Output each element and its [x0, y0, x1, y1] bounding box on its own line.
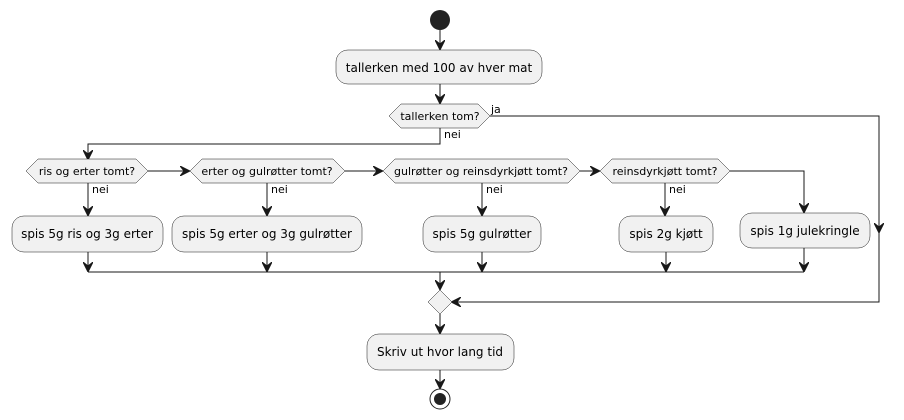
activity-plate-label: tallerken med 100 av hver mat — [346, 61, 533, 75]
activity-eat-meat-label: spis 2g kjøtt — [629, 227, 703, 241]
start-node — [430, 10, 450, 30]
decision-carrots-reindeer-label: gulrøtter og reinsdyrkjøtt tomt? — [394, 165, 568, 178]
edge-ja-merge — [452, 232, 880, 302]
activity-eat-rice-peas-label: spis 5g ris og 3g erter — [21, 227, 153, 241]
activity-plate-node — [335, 49, 543, 85]
edge-d1-nei — [88, 128, 441, 159]
activity-eat-kringle-node — [739, 212, 871, 249]
edge-d1-ja — [490, 115, 879, 232]
edge-label-d2-nei: nei — [92, 183, 109, 196]
activity-eat-kringle-label: spis 1g julekringle — [750, 224, 859, 238]
decision-peas-carrots-label: erter og gulrøtter tomt? — [201, 165, 332, 178]
edge-label-d1-nei: nei — [444, 128, 461, 141]
edge-label-ja: ja — [490, 103, 501, 116]
end-node-ring — [429, 388, 451, 410]
merge-node — [427, 289, 453, 315]
decision-rice-peas-label: ris og erter tomt? — [39, 165, 135, 178]
decision-plate-empty-label: tallerken tom? — [400, 110, 479, 123]
decision-reindeer-label: reinsdyrkjøtt tomt? — [612, 165, 717, 178]
activity-print-time-label: Skriv ut hvor lang tid — [377, 345, 503, 359]
activity-eat-carrots-label: spis 5g gulrøtter — [433, 227, 532, 241]
edge-label-d3-nei: nei — [271, 183, 288, 196]
edge-label-d4-nei: nei — [486, 183, 503, 196]
edge-label-d5-nei: nei — [669, 183, 686, 196]
activity-eat-peas-carrots-label: spis 5g erter og 3g gulrøtter — [182, 227, 352, 241]
edge-d5-a6 — [730, 170, 804, 212]
end-node — [434, 393, 446, 405]
